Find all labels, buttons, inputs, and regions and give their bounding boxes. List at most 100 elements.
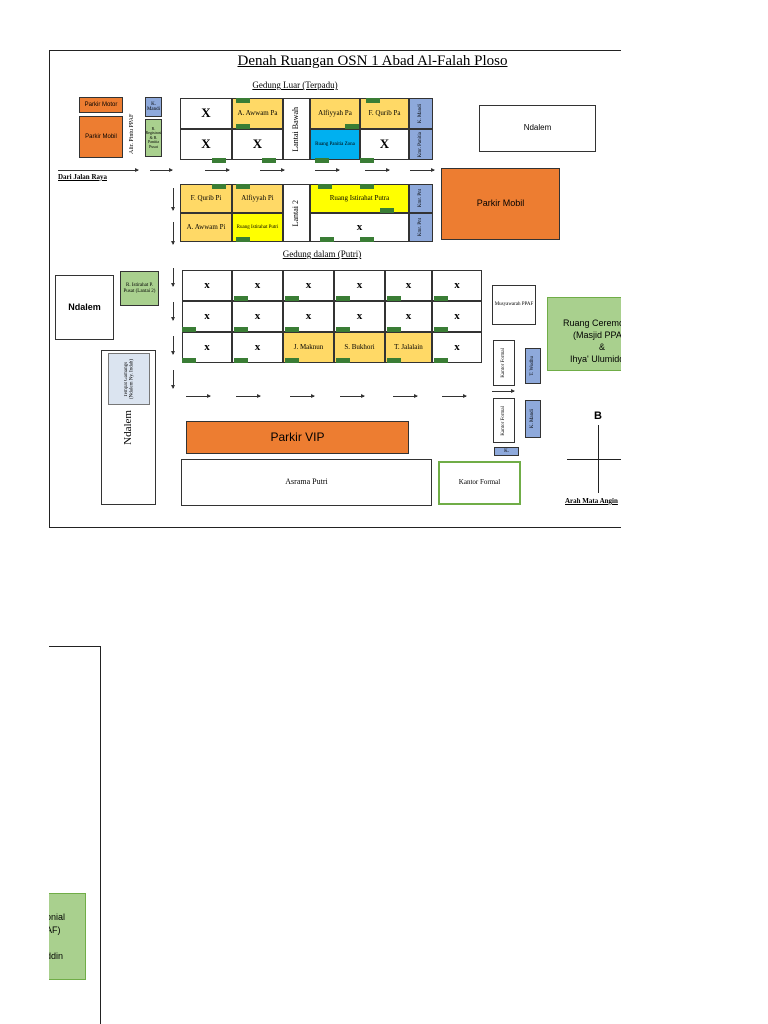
- t-wudhu-label: T. Wudhu: [530, 356, 536, 376]
- kantor-formal-vertical-2: Kantor Formal: [493, 398, 515, 443]
- room-x-5: x: [310, 213, 409, 242]
- arrow-right: [340, 394, 365, 398]
- arrow-down: [171, 370, 175, 389]
- arrow-down: [171, 188, 175, 211]
- ndalem-top: Ndalem: [479, 105, 596, 152]
- ndalem-left: Ndalem: [55, 275, 114, 340]
- room-s-bukhori: S. Bukhori: [334, 332, 385, 363]
- lantai-2: Lantai 2: [283, 184, 310, 242]
- kamar-panitia-label: Kmr. Panitia: [418, 131, 424, 158]
- door: [318, 184, 332, 189]
- arrow-right: [315, 168, 340, 172]
- kamar-panitia: Kmr. Panitia: [409, 129, 433, 160]
- asrama-putri: Asrama Putri: [181, 459, 432, 506]
- arrow-right: [442, 394, 467, 398]
- room-x: x: [432, 270, 482, 301]
- door: [387, 296, 401, 301]
- arrow-right: [205, 168, 230, 172]
- k-mandi-right-label: K. Mandi: [418, 103, 424, 124]
- door: [262, 158, 276, 163]
- door: [360, 184, 374, 189]
- arrow-right: [236, 394, 261, 398]
- room-x-3: X: [232, 129, 283, 160]
- door: [320, 237, 334, 242]
- arrow-right: [393, 394, 418, 398]
- door: [336, 327, 350, 332]
- kamar-pnt-b-label: Kmr. Pnt: [418, 218, 424, 237]
- door: [345, 124, 359, 129]
- ndalem-vertical: Ndalem: [101, 350, 156, 505]
- room-x: x: [283, 301, 334, 332]
- door: [212, 184, 226, 189]
- room-x: x: [182, 301, 232, 332]
- room-x-1: X: [180, 98, 232, 129]
- door: [387, 327, 401, 332]
- door: [182, 358, 196, 363]
- tempat-gamangs-label: Tempat Gamangs (Ndalem Ny. Indah): [123, 358, 135, 400]
- k-mandi-2: K. Mandi: [525, 400, 541, 438]
- arrow-right: [492, 389, 515, 393]
- kantor-formal-vertical-1: Kantor Formal: [493, 340, 515, 386]
- lantai-bawah-label: Lantai Bawah: [291, 106, 301, 152]
- door: [285, 358, 299, 363]
- ruang-ceremonial: Ruang Ceremonial (Masjid PPAF) & Ihya' U…: [547, 297, 621, 371]
- ruang-ceremonial-crop: onial AF) ddin: [49, 893, 86, 980]
- lantai-bawah: Lantai Bawah: [283, 98, 310, 160]
- t-wudhu: T. Wudhu: [525, 348, 541, 384]
- parkir-mobil-small: Parkir Mobil: [79, 116, 123, 158]
- room-x-2: X: [180, 129, 232, 160]
- page-title: Denah Ruangan OSN 1 Abad Al-Falah Ploso: [237, 53, 508, 69]
- arrow-down: [171, 302, 175, 321]
- gedung-dalam-label: Gedung dalam (Putri): [282, 249, 362, 259]
- kamar-pnt-a-label: Kmr. Pnt: [418, 189, 424, 208]
- room-x: x: [432, 301, 482, 332]
- k-mandi-top: K. Mandi: [145, 97, 162, 117]
- registrasi-room: R. Registrasi & R. Panitia Pusat: [145, 119, 162, 157]
- door: [366, 98, 380, 103]
- door: [234, 327, 248, 332]
- parkir-vip: Parkir VIP: [186, 421, 409, 454]
- kamar-pnt-a: Kmr. Pnt: [409, 184, 433, 213]
- room-a-awwam-pi: A. Awwam Pi: [180, 213, 232, 242]
- r-istirahat-p-pusat: R. Istirahat P. Pusat (Lantai 2): [120, 271, 159, 306]
- arrow-down: [171, 222, 175, 245]
- room-f-qurib-pa: F. Qurib Pa: [360, 98, 409, 129]
- door: [285, 296, 299, 301]
- room-x: x: [182, 332, 232, 363]
- room-x: x: [232, 301, 283, 332]
- kamar-pnt-b: Kmr. Pnt: [409, 213, 433, 242]
- floor-plan-crop: [49, 646, 101, 1024]
- tempat-gamangs: Tempat Gamangs (Ndalem Ny. Indah): [108, 353, 150, 405]
- kantor-formal-vertical-2-label: Kantor Formal: [501, 405, 507, 436]
- door: [360, 237, 374, 242]
- room-x: x: [334, 301, 385, 332]
- room-x: x: [232, 332, 283, 363]
- door: [336, 296, 350, 301]
- arrow-right: [150, 168, 173, 172]
- door: [285, 327, 299, 332]
- arrow-right: [58, 168, 139, 172]
- door: [212, 158, 226, 163]
- door: [236, 98, 250, 103]
- musyawarah-ppaf: Musyawarah PPAF: [492, 285, 536, 325]
- arah-mata-angin-label: Arah Mata Angin: [565, 497, 618, 505]
- room-x: x: [385, 301, 432, 332]
- lantai-2-label: Lantai 2: [291, 199, 301, 227]
- arrow-down: [171, 336, 175, 355]
- compass-horizontal: [567, 459, 621, 460]
- arrow-right: [186, 394, 211, 398]
- door: [434, 296, 448, 301]
- door: [236, 237, 250, 242]
- door: [236, 124, 250, 129]
- arrow-right: [410, 168, 435, 172]
- kantor-formal-vertical-1-label: Kantor Formal: [501, 348, 507, 378]
- k-mandi-right: K. Mandi: [409, 98, 433, 129]
- door: [234, 358, 248, 363]
- dari-jalan-raya-label: Dari Jalan Raya: [58, 173, 107, 181]
- room-t-jalalain: T. Jalalain: [385, 332, 432, 363]
- arrow-right: [365, 168, 390, 172]
- room-x-4: X: [360, 129, 409, 160]
- parkir-mobil-big: Parkir Mobil: [441, 168, 560, 240]
- arrow-right: [260, 168, 285, 172]
- room-x: x: [385, 270, 432, 301]
